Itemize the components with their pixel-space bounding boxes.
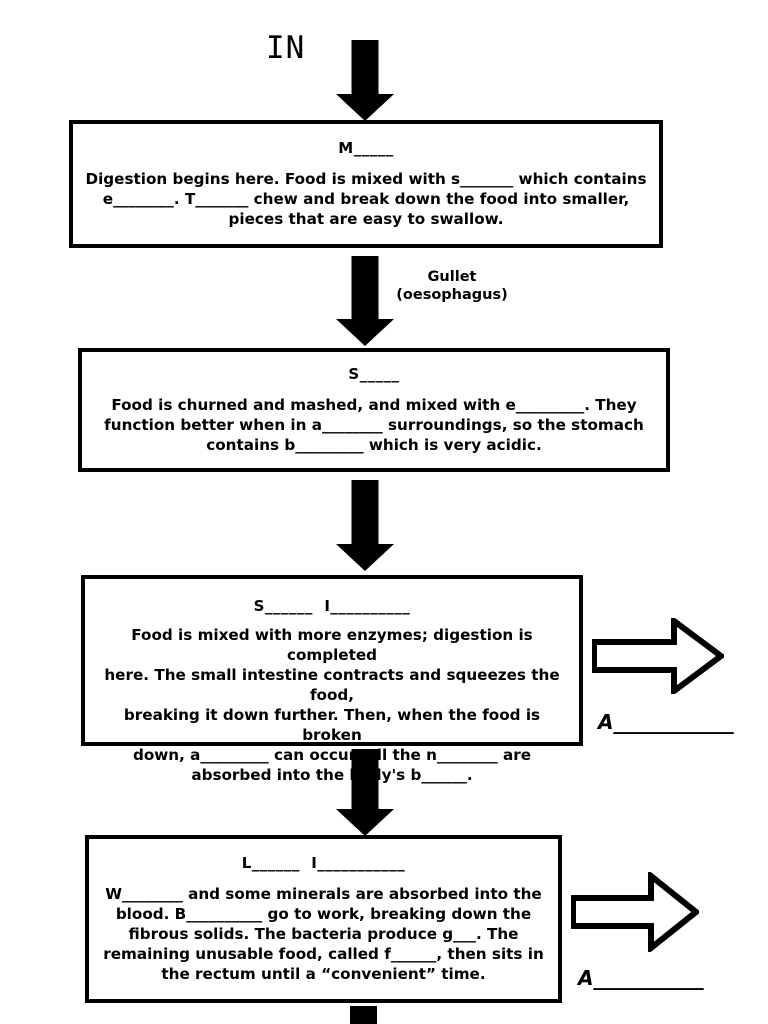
stage-body-stomach: Food is churned and mashed, and mixed wi… bbox=[104, 395, 644, 454]
stage-body-small-intestine: Food is mixed with more enzymes; digesti… bbox=[104, 625, 560, 784]
stage-heading-stomach: S_____ bbox=[348, 365, 400, 383]
arrow-shaft-clipped-bottom bbox=[350, 1006, 377, 1024]
absorption-label-large-intestine: A___________ bbox=[578, 966, 704, 990]
absorption-arrow-small-intestine bbox=[592, 618, 724, 694]
arrow-shaft bbox=[351, 40, 379, 94]
stage-heading-large-intestine: L______ I___________ bbox=[241, 854, 406, 872]
arrow-in-to-mouth bbox=[336, 40, 394, 121]
arrow-head bbox=[336, 319, 394, 346]
arrow-mouth-to-stomach bbox=[336, 256, 394, 346]
arrow-shaft bbox=[351, 256, 379, 319]
stage-box-small-intestine: S______ I__________ Food is mixed with m… bbox=[81, 575, 583, 784]
outline-arrow-right-icon bbox=[571, 872, 699, 952]
absorption-label-small-intestine: A____________ bbox=[598, 710, 734, 734]
connector-label-gullet: Gullet (oesophagus) bbox=[396, 269, 508, 304]
arrow-shaft bbox=[351, 480, 379, 544]
entry-label-in: IN bbox=[266, 30, 306, 66]
stage-body-mouth: Digestion begins here. Food is mixed wit… bbox=[85, 169, 647, 228]
stage-box-large-intestine: L______ I___________ W________ and some … bbox=[85, 835, 562, 1003]
stage-box-mouth: M_____ Digestion begins here. Food is mi… bbox=[69, 120, 663, 248]
stage-heading-mouth: M_____ bbox=[338, 139, 394, 157]
arrow-small-to-large-intestine bbox=[336, 749, 394, 836]
absorption-arrow-large-intestine bbox=[571, 872, 699, 952]
outline-arrow-right-icon bbox=[592, 618, 724, 694]
stage-body-large-intestine: W________ and some minerals are absorbed… bbox=[103, 884, 544, 983]
arrow-shaft bbox=[351, 749, 379, 809]
arrow-stomach-to-small-intestine bbox=[336, 480, 394, 571]
arrow-head bbox=[336, 809, 394, 836]
stage-heading-small-intestine: S______ I__________ bbox=[253, 597, 411, 615]
stage-box-stomach: S_____ Food is churned and mashed, and m… bbox=[78, 348, 670, 472]
arrow-head bbox=[336, 94, 394, 121]
arrow-head bbox=[336, 544, 394, 571]
